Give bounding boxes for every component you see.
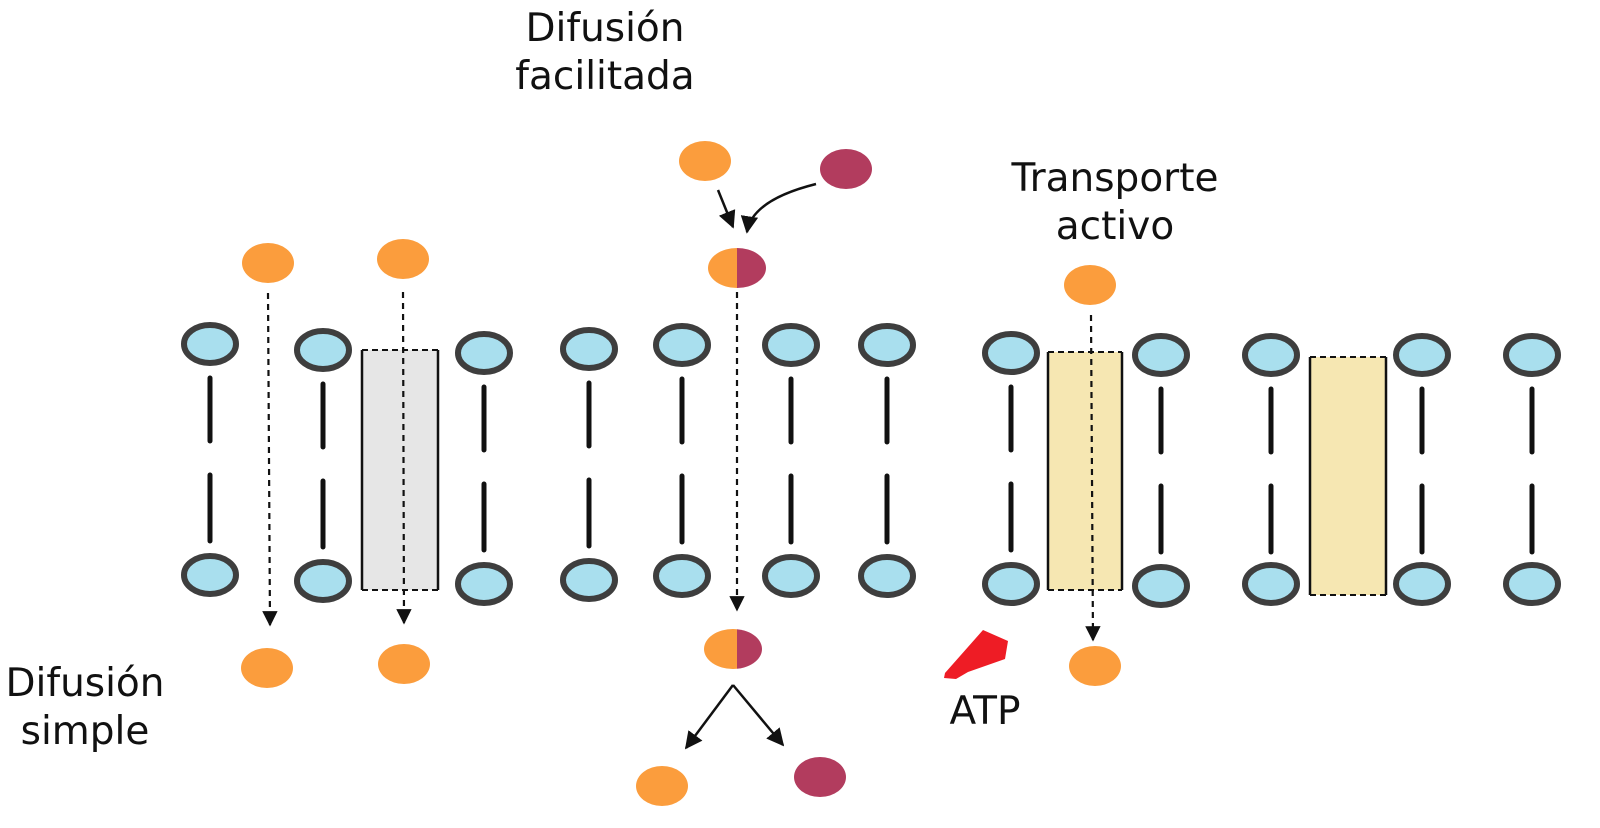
molecule-purple bbox=[820, 149, 872, 189]
phospholipid-head bbox=[181, 553, 239, 597]
phospholipid-tails bbox=[207, 375, 1535, 555]
phospholipid-head bbox=[1503, 562, 1561, 606]
phospholipid-head bbox=[1242, 562, 1300, 606]
active-transport-molecules bbox=[944, 265, 1121, 686]
phospholipid-bilayer bbox=[181, 322, 1561, 608]
molecule-orange bbox=[378, 644, 430, 684]
phospholipid-head bbox=[1132, 333, 1190, 377]
label-facilitated-diffusion: Difusión facilitada bbox=[515, 6, 695, 99]
release-arrow bbox=[684, 684, 735, 750]
atp-icon bbox=[944, 630, 1008, 679]
phospholipid-head bbox=[982, 562, 1040, 606]
molecule-orange bbox=[377, 239, 429, 279]
binding-arrow bbox=[716, 189, 736, 229]
phospholipid-head bbox=[653, 323, 711, 367]
simple-diffusion-molecules bbox=[241, 239, 430, 688]
label-active-transport: Transporte activo bbox=[1011, 156, 1219, 249]
phospholipid-head bbox=[653, 554, 711, 598]
carrier-protein bbox=[1308, 356, 1388, 596]
phospholipid-head bbox=[762, 554, 820, 598]
phospholipid-head bbox=[1503, 333, 1561, 377]
phospholipid-head bbox=[1393, 333, 1451, 377]
phospholipid-head bbox=[455, 562, 513, 606]
active-carrier-protein bbox=[1046, 351, 1124, 591]
channel-protein bbox=[360, 349, 440, 591]
phospholipid-head bbox=[1132, 564, 1190, 608]
release-arrow bbox=[732, 684, 785, 747]
molecule-purple bbox=[794, 757, 846, 797]
facilitated-diffusion-molecules bbox=[636, 141, 872, 806]
phospholipid-head bbox=[560, 558, 618, 602]
phospholipid-head bbox=[858, 554, 916, 598]
phospholipid-head bbox=[762, 323, 820, 367]
phospholipid-head bbox=[560, 327, 618, 371]
binding-arrow bbox=[740, 182, 817, 234]
molecule-orange bbox=[679, 141, 731, 181]
phospholipid-head bbox=[1242, 333, 1300, 377]
diffusion-arrow bbox=[396, 291, 412, 625]
molecule-orange bbox=[1064, 265, 1116, 305]
phospholipid-head bbox=[1393, 562, 1451, 606]
diffusion-arrow bbox=[262, 292, 278, 627]
phospholipid-head bbox=[181, 322, 239, 366]
phospholipid-head bbox=[858, 323, 916, 367]
phospholipid-head bbox=[294, 328, 352, 372]
molecule-orange bbox=[636, 766, 688, 806]
label-atp: ATP bbox=[949, 689, 1021, 734]
molecule-orange bbox=[241, 648, 293, 688]
phospholipid-head bbox=[982, 331, 1040, 375]
molecule-orange bbox=[242, 243, 294, 283]
phospholipid-head bbox=[294, 559, 352, 603]
phospholipid-head bbox=[455, 331, 513, 375]
label-simple-diffusion: Difusión simple bbox=[5, 661, 165, 754]
molecule-orange bbox=[1069, 646, 1121, 686]
